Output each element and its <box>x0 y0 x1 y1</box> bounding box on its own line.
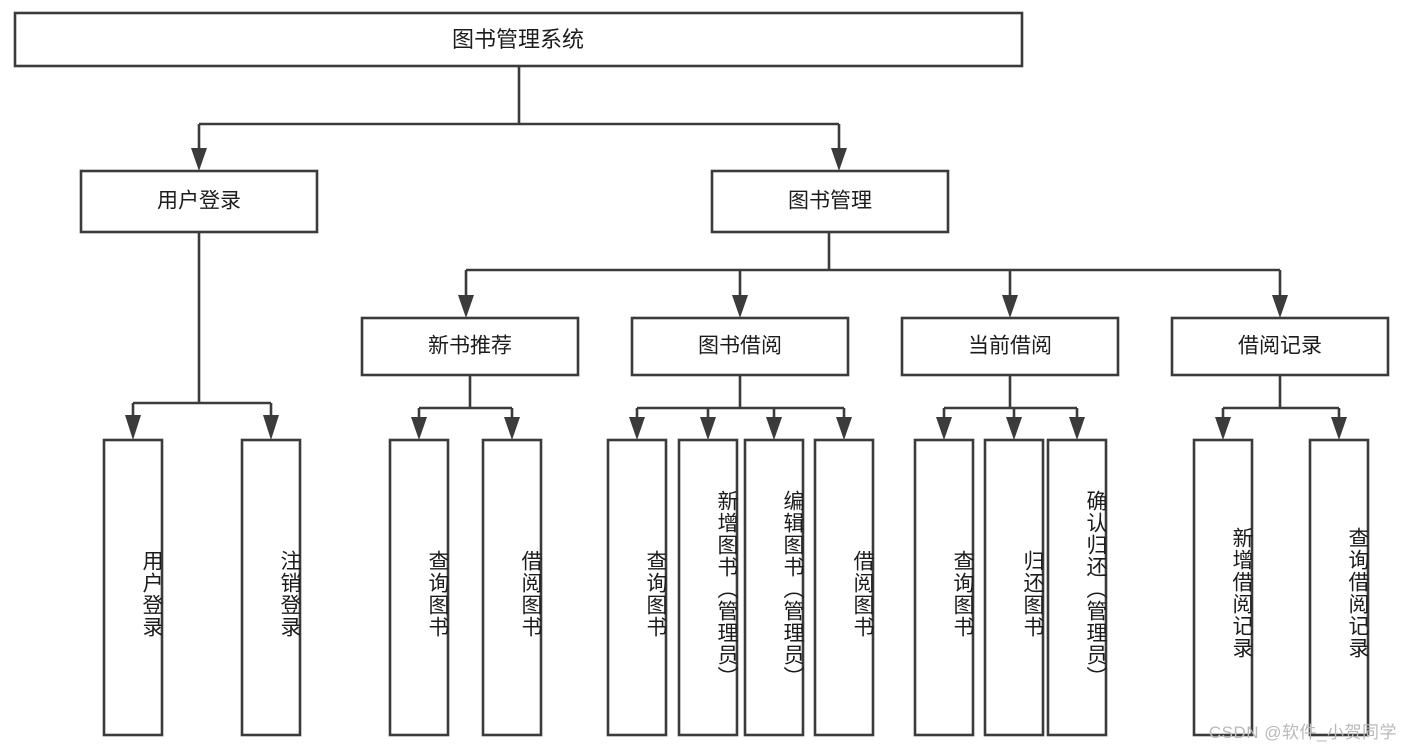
leaf-box-record-query[interactable] <box>1308 438 1370 737</box>
node-current-borrow[interactable]: 当前借阅 <box>900 316 1120 377</box>
node-book-borrow[interactable]: 图书借阅 <box>630 316 850 377</box>
connector-currentborrow-to-leaves <box>936 375 1085 440</box>
node-book-management[interactable]: 图书管理 <box>710 169 950 234</box>
connector-borrowrecord-to-leaves <box>1215 375 1347 440</box>
node-borrow-record[interactable]: 借阅记录 <box>1170 316 1390 377</box>
leaf-box-current-return[interactable] <box>983 438 1045 737</box>
node-user-login[interactable]: 用户登录 <box>79 169 319 234</box>
leaf-box-current-query[interactable] <box>913 438 975 737</box>
leaf-box-logout[interactable] <box>240 438 302 737</box>
leaf-box-bookborrow-edit[interactable] <box>743 438 805 737</box>
node-current-borrow-label: 当前借阅 <box>968 335 1052 358</box>
leaf-box-bookborrow-borrow[interactable] <box>813 438 875 737</box>
connector-userlogin-to-leaves <box>125 232 279 440</box>
node-borrow-record-label: 借阅记录 <box>1238 335 1322 358</box>
leaf-box-current-confirm-return[interactable] <box>1046 438 1108 737</box>
leaf-box-record-add[interactable] <box>1192 438 1254 737</box>
node-user-login-label: 用户登录 <box>157 190 241 213</box>
leaf-box-bookborrow-query[interactable] <box>606 438 668 737</box>
leaf-box-newbook-query[interactable] <box>388 438 450 737</box>
connector-root-to-level1 <box>191 66 847 171</box>
node-root[interactable]: 图书管理系统 <box>13 11 1024 68</box>
leaf-box-user-login[interactable] <box>102 438 164 737</box>
node-new-book-recommend[interactable]: 新书推荐 <box>360 316 580 377</box>
node-book-borrow-label: 图书借阅 <box>698 335 782 358</box>
node-root-label: 图书管理系统 <box>452 27 584 52</box>
connector-newbook-to-leaves <box>411 375 520 440</box>
leaf-box-bookborrow-add[interactable] <box>677 438 739 737</box>
watermark-text: CSDN @软件_小贺同学 <box>1208 723 1397 742</box>
connector-bookmgmt-to-level2 <box>458 232 1288 318</box>
node-book-management-label: 图书管理 <box>788 190 872 213</box>
connector-bookborrow-to-leaves <box>629 375 852 440</box>
leaf-box-newbook-borrow[interactable] <box>481 438 543 737</box>
node-new-book-recommend-label: 新书推荐 <box>428 335 512 358</box>
